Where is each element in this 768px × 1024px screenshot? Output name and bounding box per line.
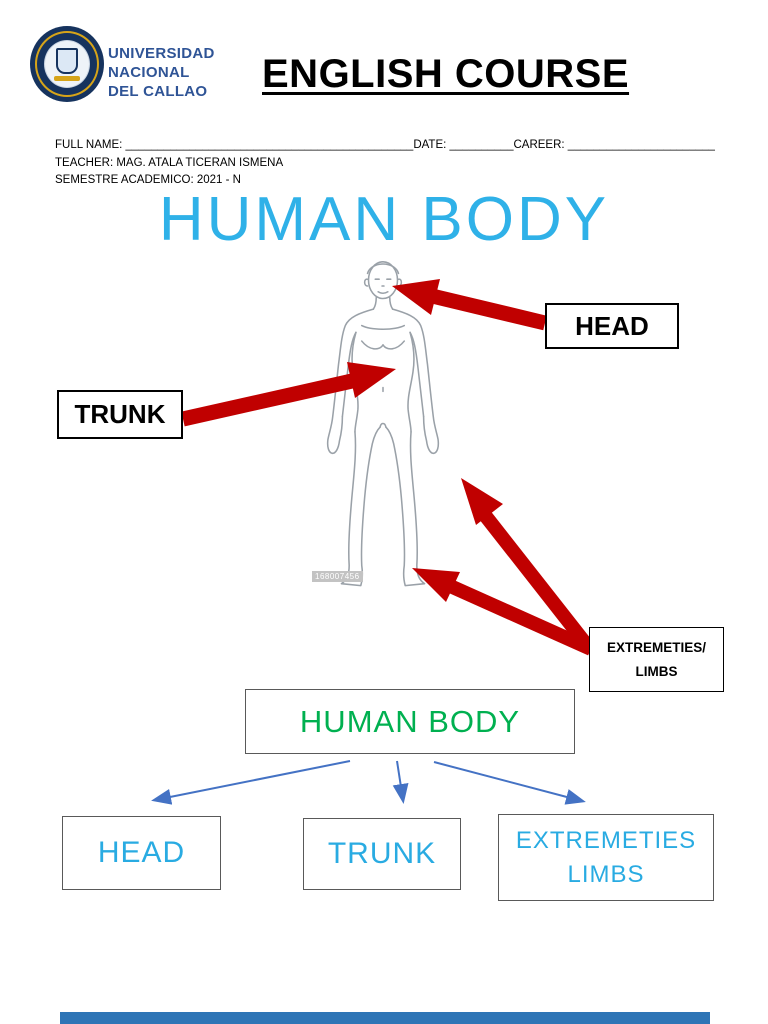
tree-root-box: HUMAN BODY: [245, 689, 575, 754]
tree-extremities-box: EXTREMETIES LIMBS: [498, 814, 714, 901]
connector-to-extremities: [433, 761, 586, 805]
page-title: HUMAN BODY: [158, 185, 610, 254]
trunk-callout-label: TRUNK: [74, 399, 166, 429]
tree-head-box: HEAD: [62, 816, 221, 890]
footer-bar: [60, 1012, 710, 1024]
limbs-hand-arrow-shaft: [478, 509, 592, 649]
figure-outline: [326, 261, 440, 587]
logo-seal-core: [44, 40, 90, 88]
tree-head-label: HEAD: [97, 836, 186, 869]
logo-banner: [54, 75, 80, 81]
fullname-date-career-line: FULL NAME: _____________________________…: [55, 139, 715, 151]
logo-gold-ring: [35, 31, 99, 97]
university-logo: [30, 26, 104, 102]
tree-extremities-line1: EXTREMETIES: [515, 826, 697, 854]
connector-to-trunk: [392, 760, 409, 804]
extremities-callout-line1: EXTREMETIES/: [606, 640, 706, 655]
stock-photo-id: 168007456: [312, 571, 363, 582]
university-name-line3: DEL CALLAO: [108, 83, 208, 100]
trunk-callout-box: TRUNK: [57, 390, 183, 439]
course-title: ENGLISH COURSE: [262, 52, 630, 96]
human-body-figure: [326, 261, 440, 587]
tree-connectors: [151, 760, 586, 805]
tree-trunk-label: TRUNK: [327, 837, 437, 870]
head-callout-box: HEAD: [545, 303, 679, 349]
university-name-line2: NACIONAL: [108, 64, 190, 81]
logo-shield-icon: [56, 47, 78, 74]
tree-trunk-box: TRUNK: [303, 818, 461, 890]
semester-line: SEMESTRE ACADEMICO: 2021 - N: [55, 174, 241, 186]
connector-to-head: [151, 760, 351, 805]
extremities-callout-line2: LIMBS: [635, 664, 678, 679]
university-name: UNIVERSIDAD NACIONAL DEL CALLAO: [108, 44, 215, 101]
head-callout-label: HEAD: [575, 310, 649, 341]
university-name-line1: UNIVERSIDAD: [108, 45, 215, 62]
tree-root-label: HUMAN BODY: [299, 703, 521, 739]
tree-extremities-line2: LIMBS: [567, 860, 645, 888]
extremities-callout-box: EXTREMETIES/ LIMBS: [589, 627, 724, 692]
teacher-line: TEACHER: MAG. ATALA TICERAN ISMENA: [55, 156, 284, 169]
student-info-block: FULL NAME: _____________________________…: [55, 137, 745, 190]
